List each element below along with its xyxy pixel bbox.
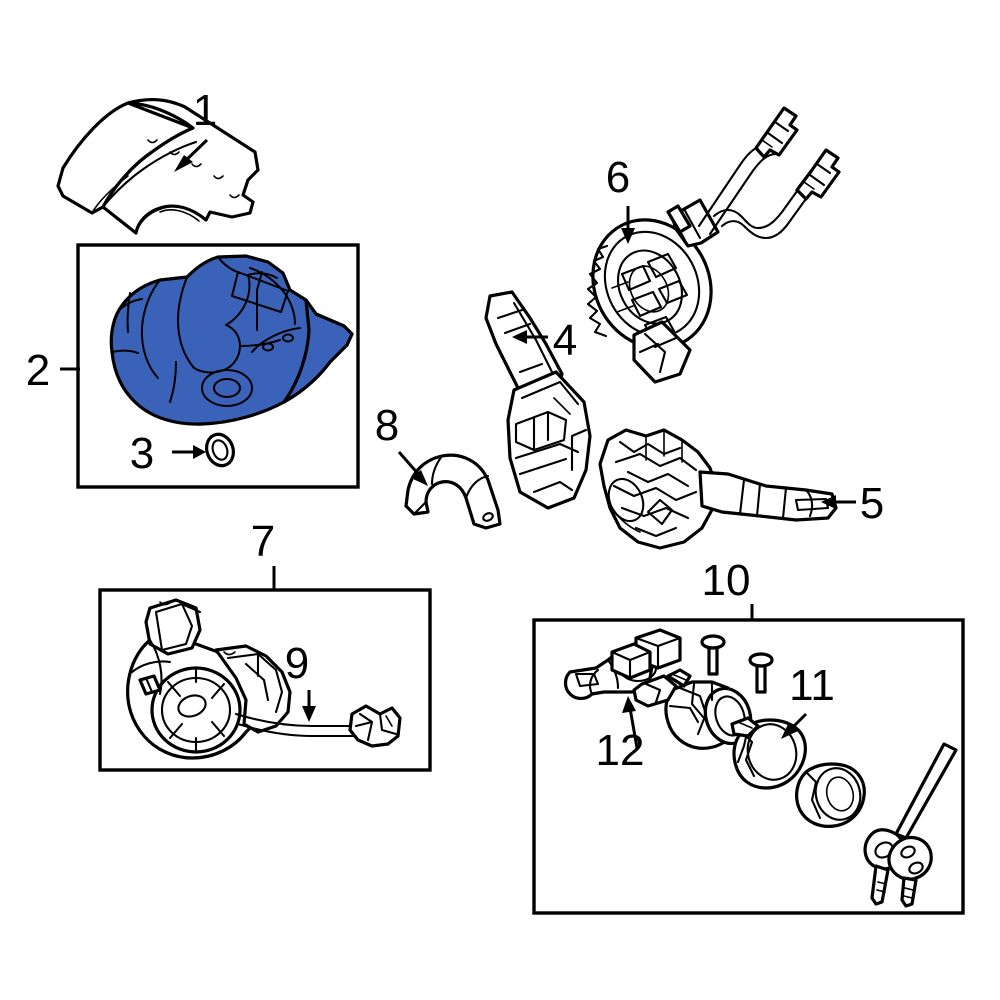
callout-label-12: 12 — [596, 726, 645, 775]
part-5-turn-signal-headlamp-switch-lever[interactable] — [598, 428, 838, 550]
callout-label-11: 11 — [789, 661, 835, 710]
callout-label-1: 1 — [193, 86, 217, 135]
part-11-lock-cylinder-cap[interactable] — [730, 716, 807, 790]
callout-label-8: 8 — [375, 401, 399, 450]
callout-label-7: 7 — [251, 517, 275, 566]
part-1-steering-column-upper-cover[interactable] — [56, 97, 260, 235]
callout-8-leader — [397, 451, 428, 486]
lock-set-screw-left[interactable] — [700, 634, 726, 676]
callout-label-10: 10 — [702, 556, 751, 605]
callout-label-9: 9 — [285, 639, 309, 688]
callout-9-leader — [302, 690, 316, 722]
callout-label-3: 3 — [130, 429, 154, 478]
callout-6-leader — [621, 206, 635, 244]
callout-11-leader — [781, 712, 808, 739]
part-7-ignition-lock-housing-assembly[interactable] — [126, 598, 292, 760]
lock-set-screw-right[interactable] — [748, 652, 774, 694]
callout-label-2: 2 — [26, 346, 50, 395]
part-8-switch-cover-clamp[interactable] — [404, 453, 502, 530]
part-9-ignition-switch-harness-connector[interactable] — [234, 704, 402, 748]
lock-cylinder-outer-cap[interactable] — [795, 762, 866, 828]
part-6-clock-spring-contact-assembly[interactable] — [571, 106, 841, 384]
part-3-grommet-seal[interactable] — [202, 431, 237, 470]
callout-3-leader — [172, 445, 206, 459]
callout-4-leader — [512, 330, 548, 344]
part-2-steering-column-lower-cover[interactable] — [109, 254, 354, 426]
callout-12-leader — [622, 696, 639, 749]
ignition-keys[interactable] — [863, 742, 958, 908]
callout-label-6: 6 — [606, 153, 630, 202]
callout-label-4: 4 — [553, 316, 577, 365]
callout-5-leader — [821, 495, 856, 509]
part-4-wiper-switch-lever[interactable] — [484, 290, 592, 510]
callout-1-leader — [174, 138, 209, 172]
part-12-key-reminder-switch-bracket[interactable] — [563, 628, 682, 701]
callout-label-5: 5 — [860, 479, 884, 528]
